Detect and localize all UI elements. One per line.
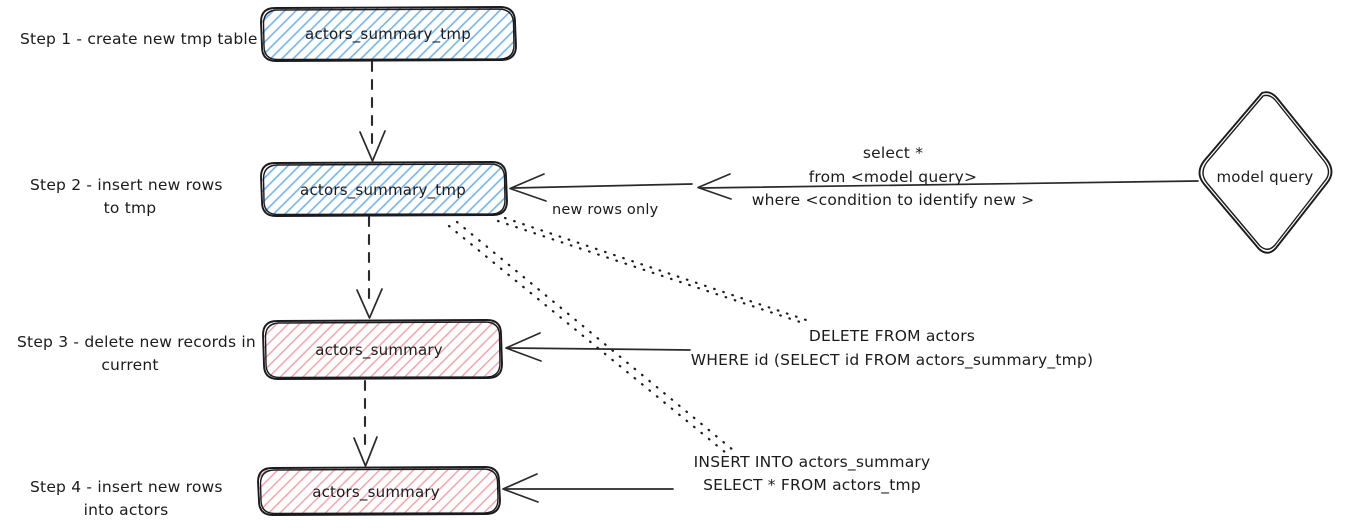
step-label-4-line1: Step 4 - insert new rows <box>30 478 223 496</box>
node-label: actors_summary_tmp <box>300 181 466 200</box>
annotation-insert-sql: INSERT INTO actors_summary SELECT * FROM… <box>694 453 931 495</box>
node-actors-summary-3[interactable]: actors_summary <box>262 319 503 380</box>
node-label: actors_summary <box>312 483 440 502</box>
annotation-model-query-sql: select * from <model query> where <condi… <box>752 144 1035 209</box>
step-label-3-line1: Step 3 - delete new records in <box>17 333 256 351</box>
step-label-4: Step 4 - insert new rows into actors <box>30 478 223 519</box>
annotation-delete-sql: DELETE FROM actors WHERE id (SELECT id F… <box>691 327 1093 370</box>
step-label-2-line1: Step 2 - insert new rows <box>30 176 223 194</box>
step-label-1-line1: Step 1 - create new tmp table <box>20 30 258 48</box>
flow-arrow-step3-to-step4 <box>353 379 378 467</box>
step-label-4-line2: into actors <box>84 501 169 519</box>
arrow-delete-sql-to-actors-summary <box>505 332 691 362</box>
model-query-sql-line1: select * <box>863 144 923 162</box>
node-label: model query <box>1217 168 1314 186</box>
step-label-2: Step 2 - insert new rows to tmp <box>30 176 223 217</box>
dotted-link-tmp-to-insert-sql <box>447 220 735 455</box>
node-label: actors_summary_tmp <box>305 25 471 44</box>
arrow-insert-sql-to-actors <box>502 473 674 503</box>
node-actors-summary-4[interactable]: actors_summary <box>257 466 501 516</box>
step-label-2-line2: to tmp <box>104 199 157 217</box>
flow-arrow-step2-to-step3 <box>356 215 383 319</box>
arrow-model-query-to-tmp <box>509 173 1199 202</box>
flow-arrow-step1-to-step2 <box>359 60 386 162</box>
step-label-3-line2: current <box>101 356 158 374</box>
node-actors-summary-tmp-1[interactable]: actors_summary_tmp <box>260 6 517 62</box>
insert-sql-line1: INSERT INTO actors_summary <box>694 453 931 472</box>
annotation-new-rows-only: new rows only <box>552 202 659 218</box>
node-model-query-diamond[interactable]: model query <box>1198 91 1333 254</box>
model-query-sql-line3: where <condition to identify new > <box>752 191 1035 209</box>
step-label-1: Step 1 - create new tmp table <box>20 30 258 48</box>
insert-sql-line2: SELECT * FROM actors_tmp <box>703 476 921 495</box>
node-label: actors_summary <box>315 341 443 360</box>
delete-sql-line2: WHERE id (SELECT id FROM actors_summary_… <box>691 351 1093 370</box>
dotted-link-tmp-to-delete-sql <box>496 216 814 326</box>
model-query-sql-line2: from <model query> <box>809 168 978 186</box>
node-actors-summary-tmp-2[interactable]: actors_summary_tmp <box>260 161 508 217</box>
delete-sql-line1: DELETE FROM actors <box>809 327 975 345</box>
step-label-3: Step 3 - delete new records in current <box>17 333 256 374</box>
